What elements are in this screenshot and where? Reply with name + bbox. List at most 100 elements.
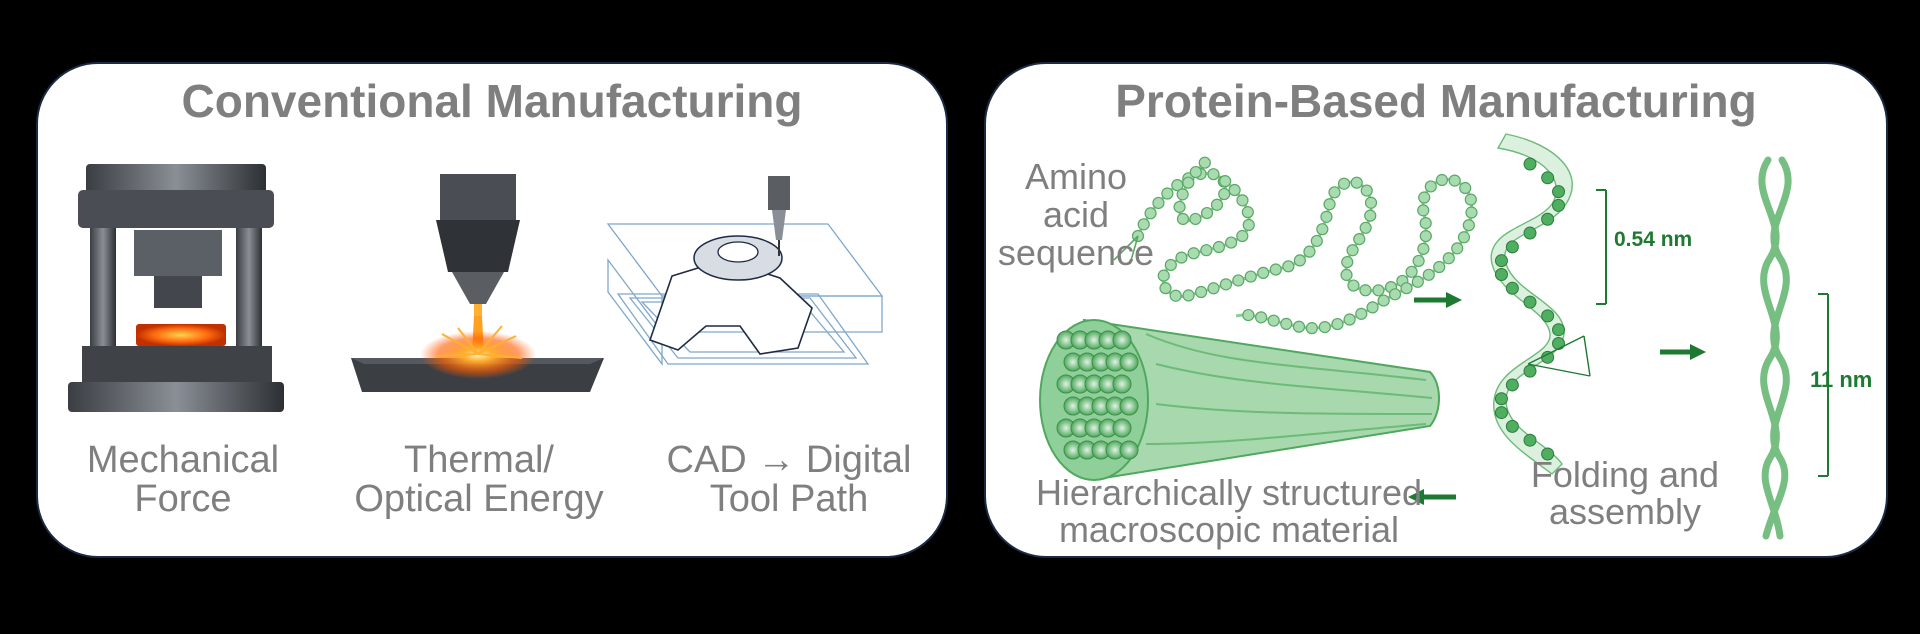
- amino-acid-bead: [1159, 282, 1172, 295]
- amino-acid-bead: [1210, 198, 1224, 211]
- amino-acid-bead: [1316, 223, 1329, 236]
- hierarchical-material-label: Hierarchically structured macroscopic ma…: [1014, 474, 1444, 548]
- arrow-right-icon: [1660, 344, 1706, 360]
- folding-assembly-label: Folding and assembly: [1508, 456, 1742, 530]
- amino-acid-bead: [1236, 194, 1249, 207]
- helix-atom: [1552, 323, 1566, 337]
- amino-acid-bead: [1175, 251, 1188, 264]
- amino-acid-bead: [1305, 322, 1318, 335]
- amino-acid-bead: [1377, 294, 1390, 307]
- fiber-cross-section: [1112, 330, 1132, 350]
- helix-atom: [1505, 419, 1519, 433]
- amino-acid-bead: [1419, 229, 1432, 243]
- amino-acid-bead: [1161, 187, 1174, 200]
- amino-acid-bead: [1350, 176, 1363, 189]
- amino-acid-bead: [1464, 193, 1477, 206]
- amino-acid-bead: [1359, 284, 1372, 297]
- helix-atom: [1552, 198, 1566, 212]
- amino-acid-bead: [1137, 218, 1150, 231]
- caption-cad-tool-path: CAD → Digital Tool Path: [644, 441, 934, 519]
- amino-acid-bead: [1241, 206, 1254, 219]
- amino-acid-bead: [1189, 212, 1202, 226]
- amino-acid-bead: [1400, 282, 1413, 295]
- amino-acid-bead: [1152, 196, 1165, 210]
- caption-line: Force: [134, 478, 232, 520]
- label-line: Folding and: [1530, 454, 1720, 495]
- amino-acid-bead: [1435, 173, 1449, 187]
- hierarchical-material-icon: [1039, 318, 1440, 481]
- amino-acid-bead: [1200, 206, 1214, 220]
- amino-acid-bead: [1359, 221, 1372, 234]
- amino-acid-bead: [1189, 165, 1202, 179]
- amino-acid-bead: [1411, 275, 1424, 288]
- amino-acid-bead: [1323, 198, 1336, 211]
- amino-acid-bead: [1457, 231, 1471, 244]
- amino-acid-bead: [1187, 247, 1200, 260]
- amino-acid-bead: [1269, 263, 1282, 276]
- amino-acid-bead: [1417, 242, 1430, 255]
- amino-acid-bead: [1343, 313, 1356, 326]
- amino-acid-bead: [1424, 180, 1437, 193]
- helix-atom: [1505, 281, 1519, 295]
- caption-line: Optical Energy: [354, 478, 604, 520]
- helix-atom: [1505, 240, 1519, 254]
- amino-acid-bead: [1341, 255, 1354, 269]
- protein-manufacturing-panel: Protein-Based Manufacturing Amino acid s…: [984, 62, 1888, 558]
- amino-acid-bead: [1169, 289, 1182, 302]
- amino-acid-bead: [1417, 204, 1430, 217]
- coiled-fiber-icon: [1758, 156, 1829, 540]
- fiber-cross-section: [1112, 418, 1132, 438]
- amino-acid-bead: [1462, 219, 1475, 232]
- amino-acid-bead: [1292, 320, 1306, 333]
- amino-acid-bead: [1212, 240, 1226, 254]
- amino-acid-bead: [1207, 168, 1220, 181]
- amino-acid-bead: [1219, 278, 1233, 291]
- amino-acid-bead: [1364, 196, 1378, 209]
- amino-acid-bead: [1293, 254, 1306, 267]
- amino-acid-bead: [1448, 174, 1461, 187]
- amino-acid-bead: [1328, 186, 1341, 199]
- amino-acid-bead: [1318, 321, 1331, 334]
- amino-acid-bead: [1236, 229, 1249, 243]
- amino-acid-bead: [1198, 156, 1211, 169]
- helix-atom: [1494, 392, 1508, 406]
- helix-atom: [1523, 433, 1537, 447]
- amino-acid-bead: [1459, 181, 1472, 195]
- amino-acid-bead: [1164, 258, 1177, 272]
- caption-line: Mechanical: [86, 439, 280, 481]
- label-line: sequence: [997, 232, 1155, 273]
- amino-acid-bead: [1219, 175, 1232, 188]
- amino-acid-bead: [1242, 218, 1255, 232]
- amino-acid-sequence-label: Amino acid sequence: [996, 158, 1156, 272]
- amino-acid-bead: [1347, 279, 1360, 292]
- label-line: Amino: [1024, 156, 1128, 197]
- amino-acid-bead: [1255, 311, 1268, 324]
- amino-acid-bead: [1353, 233, 1366, 246]
- amino-acid-bead: [1412, 254, 1425, 268]
- fiber-cross-section: [1112, 374, 1132, 394]
- amino-acid-bead: [1442, 252, 1455, 265]
- amino-acid-bead: [1157, 269, 1170, 282]
- caption-line: CAD → Digital: [666, 439, 912, 481]
- helix-atom: [1523, 157, 1537, 171]
- fiber-cross-section: [1119, 396, 1139, 416]
- amino-acid-bead: [1182, 176, 1195, 189]
- amino-acid-bead: [1280, 317, 1293, 330]
- amino-acid-bead: [1360, 184, 1373, 197]
- amino-acid-bead: [1267, 314, 1280, 327]
- amino-acid-bead: [1218, 187, 1231, 201]
- amino-acid-bead: [1419, 217, 1432, 230]
- amino-acid-bead: [1232, 274, 1245, 287]
- fiber-cross-section: [1119, 440, 1139, 460]
- amino-acid-bead: [1433, 260, 1446, 274]
- amino-acid-bead: [1242, 308, 1255, 322]
- caption-thermal-optical-energy: Thermal/ Optical Energy: [343, 441, 615, 519]
- amino-acid-bead: [1244, 270, 1257, 283]
- amino-acid-bead: [1422, 268, 1435, 281]
- press-machine-icon: [68, 164, 284, 412]
- helix-atom: [1541, 447, 1555, 461]
- amino-acid-bead: [1200, 244, 1213, 257]
- alpha-helix-icon: [1490, 133, 1607, 475]
- amino-acid-bead: [1346, 244, 1359, 257]
- amino-acid-bead: [1182, 289, 1195, 302]
